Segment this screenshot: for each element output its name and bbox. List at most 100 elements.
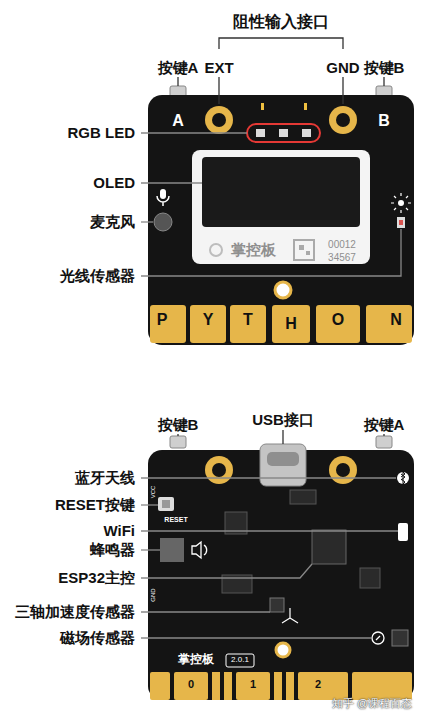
gold-pad xyxy=(272,305,310,343)
leader-line xyxy=(141,504,158,505)
rgb-outline xyxy=(247,124,320,142)
leader-line xyxy=(141,132,247,133)
pad-ring xyxy=(205,456,233,484)
qr-code xyxy=(294,240,314,260)
sun-icon xyxy=(398,200,404,206)
serial-number: 34567 xyxy=(328,252,356,263)
usb-port xyxy=(260,444,306,486)
gold-pin xyxy=(352,672,412,700)
watermark: 知乎 @课程百态 xyxy=(332,697,412,709)
pad-ring xyxy=(329,456,357,484)
button-b xyxy=(170,436,186,448)
usb-port xyxy=(267,452,299,466)
callout-label: 按键B xyxy=(364,60,405,77)
callout-label: 蜂鸣器 xyxy=(90,542,135,559)
leader-line xyxy=(141,221,153,222)
leader-lines xyxy=(141,478,398,638)
front-board xyxy=(148,86,414,345)
pin-letter: T xyxy=(243,311,253,329)
pad-hole xyxy=(336,463,350,477)
mic-icon xyxy=(160,189,166,199)
axis-icon xyxy=(282,608,298,623)
pad-hole xyxy=(212,463,226,477)
wifi-antenna xyxy=(398,523,408,541)
callout-label: 三轴加速度传感器 xyxy=(15,604,135,621)
group-label: 阻性输入接口 xyxy=(233,13,329,31)
version-number: 2.0.1 xyxy=(231,656,249,665)
oled-frame xyxy=(192,150,370,264)
leader-line xyxy=(218,77,219,104)
leader-line xyxy=(383,77,384,86)
serial-number: 00012 xyxy=(328,239,356,250)
leader-lines xyxy=(141,133,401,276)
leader-line xyxy=(177,77,178,86)
qr-code xyxy=(306,251,310,255)
gold-pin xyxy=(274,672,282,700)
buzzer xyxy=(160,538,184,562)
leader-lines xyxy=(178,38,384,104)
leader-line xyxy=(383,434,384,436)
leader-line xyxy=(141,549,160,550)
oled-screen xyxy=(202,157,360,227)
leader-line xyxy=(177,434,178,436)
mount-hole xyxy=(275,282,291,298)
board-body xyxy=(148,450,414,700)
pin-letter: O xyxy=(332,311,344,329)
callout-label: 麦克风 xyxy=(90,214,135,231)
mount-hole xyxy=(276,643,290,657)
pin-number: 0 xyxy=(188,678,194,690)
callout-label: 蓝牙天线 xyxy=(75,470,135,487)
gold-pin xyxy=(224,672,232,700)
leader-line xyxy=(141,530,398,531)
ext-pad xyxy=(205,106,233,134)
reset-button xyxy=(162,500,170,508)
silkscreen-text: VCC xyxy=(150,486,157,499)
leader-line xyxy=(141,564,312,578)
gold-pin xyxy=(236,672,270,700)
leader-line xyxy=(141,611,270,612)
gold-pad xyxy=(190,305,226,343)
callout-label: 光线传感器 xyxy=(60,268,135,285)
callout-label: USB接口 xyxy=(252,412,314,429)
compass-icon xyxy=(376,636,380,640)
silkscreen-text: GND xyxy=(150,588,157,601)
board-logo: 掌控板 xyxy=(231,242,276,259)
callout-label: 按键B xyxy=(158,417,199,434)
rgb-led xyxy=(302,129,311,137)
version-box xyxy=(226,654,254,667)
silkscreen-text: RESET xyxy=(164,516,187,524)
pin-number: 2 xyxy=(315,678,321,690)
chip xyxy=(290,490,316,504)
leader-line xyxy=(342,77,343,104)
logo-icon xyxy=(210,244,222,256)
leader-lines xyxy=(178,430,384,444)
callout-label: ESP32主控 xyxy=(58,570,135,587)
callout-label: RGB LED xyxy=(68,125,136,142)
ext-hole xyxy=(212,113,226,127)
gold-pad xyxy=(230,305,266,343)
callout-label: 按键A xyxy=(158,60,199,77)
callout-label: 磁场传感器 xyxy=(60,630,135,647)
gold-pad xyxy=(316,305,360,343)
callout-label: EXT xyxy=(204,60,233,77)
callout-label: GND xyxy=(326,60,359,77)
bluetooth-icon xyxy=(397,472,409,484)
gold-pad xyxy=(150,305,186,343)
bluetooth-icon xyxy=(401,472,405,484)
callout-label: OLED xyxy=(93,175,135,192)
leader-line xyxy=(282,430,283,444)
callout-label: WiFi xyxy=(103,523,135,540)
light-sensor xyxy=(399,220,403,225)
leader-line xyxy=(141,637,371,638)
gnd-pad xyxy=(329,106,357,134)
sun-icon xyxy=(391,193,411,213)
button-letter: B xyxy=(378,112,390,130)
gold-pin xyxy=(174,672,208,700)
rgb-led xyxy=(256,129,265,137)
bracket xyxy=(219,38,343,49)
gold-pad xyxy=(366,305,412,343)
button-a xyxy=(376,436,392,448)
gold-pin xyxy=(212,672,220,700)
gold-pin xyxy=(286,672,294,700)
